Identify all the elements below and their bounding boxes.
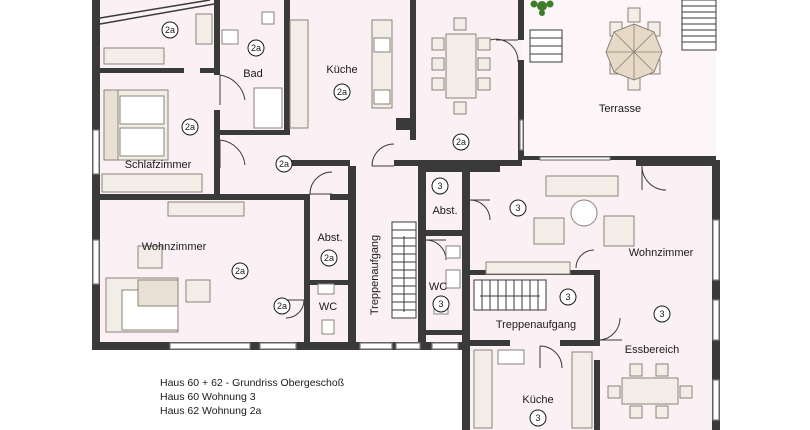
room-label-treppenaufgang-links: Treppenaufgang [369, 235, 381, 315]
room-label-treppenaufgang-rechts: Treppenaufgang [496, 319, 576, 331]
coffee-table-3 [570, 199, 598, 227]
badge-2a: 2a [279, 159, 289, 169]
room-label-bad: Bad [243, 68, 263, 80]
room-label-schlafzimmer: Schlafzimmer [125, 159, 192, 171]
badge-3: 3 [565, 292, 570, 302]
windows [92, 119, 720, 421]
badge-3: 3 [515, 203, 520, 213]
umbrella [605, 23, 663, 81]
room-label-wc-links: WC [319, 301, 337, 313]
tv-sideboard-2a [167, 201, 245, 217]
badge-2a: 2a [185, 122, 195, 132]
plant-icon [530, 0, 554, 16]
sofa-3 [545, 175, 619, 197]
badge-2a: 2a [337, 87, 347, 97]
unit-badges [161, 21, 671, 427]
kitchen-counter [289, 19, 309, 129]
room-label-wohnzimmer-links: Wohnzimmer [142, 241, 207, 253]
badge-2a: 2a [251, 43, 261, 53]
tv-sideboard-3 [485, 261, 571, 275]
badge-2a: 2a [165, 25, 175, 35]
doors [219, 38, 667, 369]
room-label-abst-rechts: Abst. [432, 205, 457, 217]
badge-3: 3 [535, 413, 540, 423]
roof-edge [99, 0, 215, 25]
caption: Haus 60 + 62 - Grundriss Obergeschoß Hau… [160, 377, 344, 417]
caption-line-3: Haus 62 Wohnung 2a [160, 405, 262, 417]
toilet [261, 11, 275, 25]
sink [221, 29, 239, 45]
badge-2a: 2a [324, 253, 334, 263]
stairs-unit3 [473, 279, 547, 311]
kitchen-counter-3 [473, 349, 493, 429]
room-label-terrasse: Terrasse [599, 103, 641, 115]
shower [253, 87, 283, 129]
dining-table-3 [621, 377, 679, 405]
room-label-kueche-unten: Küche [522, 394, 553, 406]
badge-2a: 2a [277, 301, 287, 311]
dining-table-2a [445, 33, 477, 99]
badge-3: 3 [659, 309, 664, 319]
caption-line-2: Haus 60 Wohnung 3 [160, 391, 256, 403]
room-label-wohnzimmer-rechts: Wohnzimmer [629, 247, 694, 259]
unit-badge-labels: 2a 2a 2a 2a 2a 2a 2a 2a 2a 3 3 3 3 3 3 [165, 25, 665, 423]
stairs-terrace-small [529, 29, 563, 63]
stairs-terrace-large [681, 0, 717, 51]
badge-3: 3 [438, 299, 443, 309]
room-label-abst-links: Abst. [317, 232, 342, 244]
badge-2a: 2a [235, 266, 245, 276]
badge-3: 3 [437, 181, 442, 191]
room-label-wc-rechts: WC [429, 281, 447, 293]
caption-line-1: Haus 60 + 62 - Grundriss Obergeschoß [160, 377, 344, 389]
room-labels: Bad Küche Terrasse Schlafzimmer Abst. Ab… [125, 64, 694, 406]
badge-2a: 2a [456, 137, 466, 147]
room-label-kueche-oben: Küche [326, 64, 357, 76]
wardrobe [101, 173, 203, 193]
stairs-treppenhaus [391, 221, 417, 319]
room-label-essbereich: Essbereich [625, 344, 679, 356]
